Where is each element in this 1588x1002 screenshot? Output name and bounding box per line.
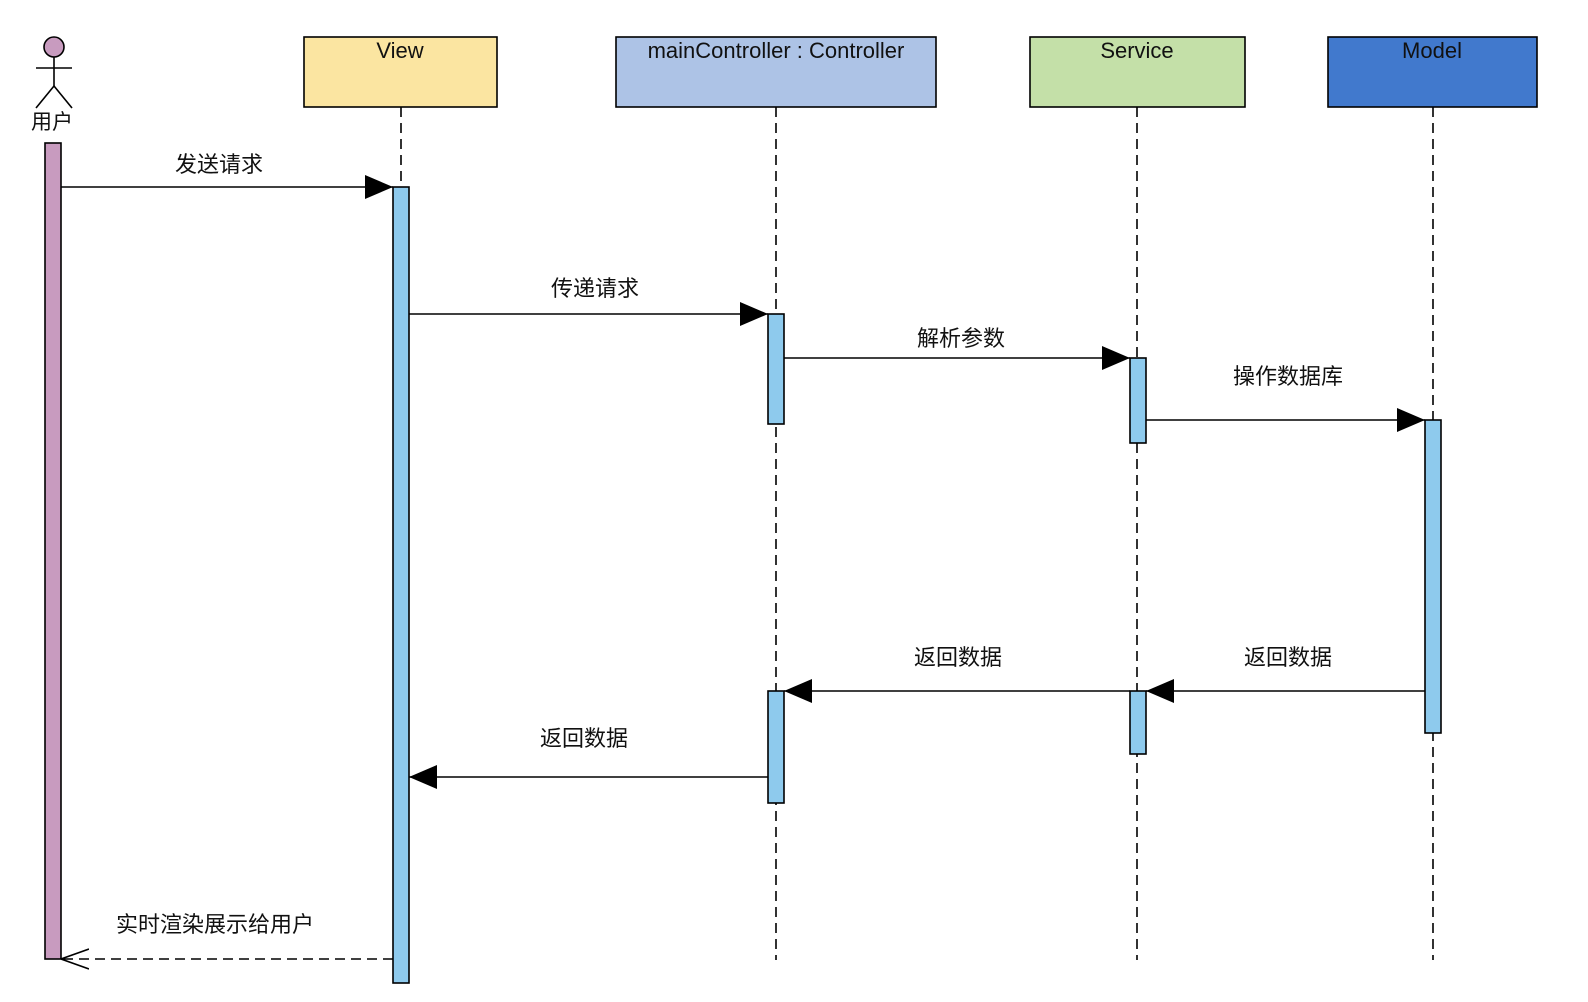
message-pass-request: 传递请求	[409, 277, 768, 326]
activation-bar-model	[1424, 419, 1442, 734]
participant-label: Model	[1402, 38, 1462, 63]
activation-bar-user	[44, 142, 62, 960]
message-label: 发送请求	[175, 153, 263, 178]
message-label: 传递请求	[551, 277, 639, 302]
participant-service: Service	[1029, 36, 1246, 108]
message-label: 返回数据	[914, 646, 1002, 671]
activation-bar-controller	[767, 313, 785, 425]
participant-box	[1029, 36, 1246, 108]
message-operate-database: 操作数据库	[1146, 365, 1425, 432]
activation-bars	[44, 142, 1442, 984]
participant-box	[303, 36, 498, 108]
message-label: 返回数据	[540, 727, 628, 752]
lifelines	[400, 107, 1434, 960]
activation-bar-service-return	[1129, 690, 1147, 755]
message-render-to-user: 实时渲染展示给用户	[61, 913, 393, 959]
actor-left-leg	[35, 85, 55, 109]
participant-controller: mainController : Controller	[615, 36, 937, 108]
participant-box	[615, 36, 937, 108]
participant-label: Service	[1100, 38, 1173, 63]
message-parse-params: 解析参数	[784, 327, 1130, 370]
participant-label: View	[376, 38, 423, 63]
message-label: 解析参数	[917, 327, 1005, 352]
actor-user: 用户	[31, 36, 73, 134]
message-return-data-controller: 返回数据	[409, 727, 768, 789]
message-send-request: 发送请求	[61, 153, 393, 199]
message-return-data-service: 返回数据	[784, 646, 1130, 703]
message-label: 实时渲染展示给用户	[116, 913, 314, 938]
participant-model: Model	[1327, 36, 1538, 108]
actor-head	[43, 36, 65, 58]
participant-label: mainController : Controller	[648, 38, 905, 63]
participant-view: View	[303, 36, 498, 108]
participant-box	[1327, 36, 1538, 108]
message-label: 返回数据	[1244, 646, 1332, 671]
stick-figure-icon	[35, 36, 73, 109]
activation-bar-view	[392, 186, 410, 984]
message-label: 操作数据库	[1233, 365, 1343, 390]
activation-bar-controller-return	[767, 690, 785, 804]
message-return-data-model: 返回数据	[1146, 646, 1425, 703]
actor-right-leg	[53, 85, 73, 109]
activation-bar-service	[1129, 357, 1147, 444]
actor-label: 用户	[31, 110, 73, 134]
